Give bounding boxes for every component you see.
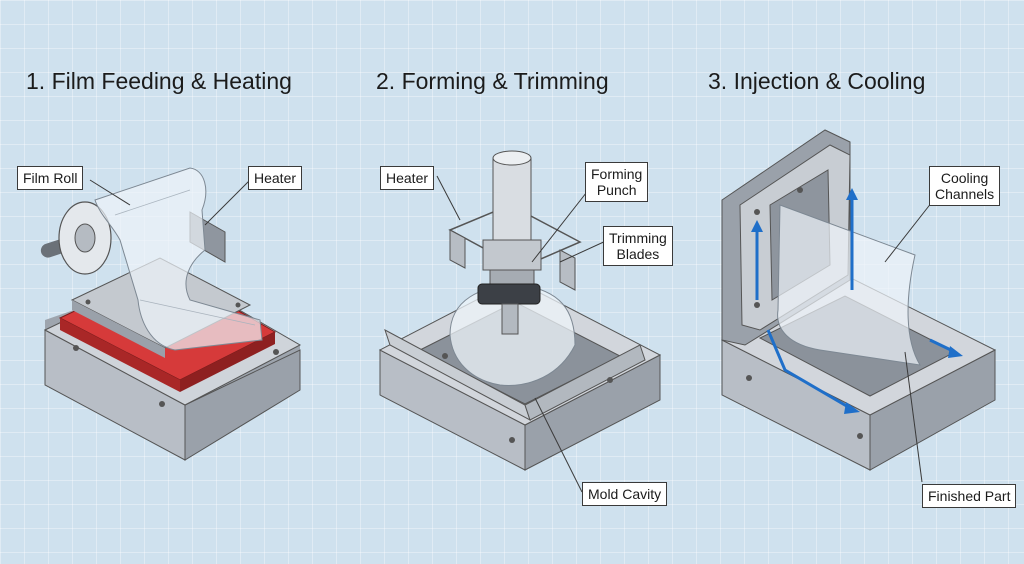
callout-heater-2: Heater xyxy=(380,166,435,190)
callout-mold-cavity: Mold Cavity xyxy=(582,482,668,506)
callout-trimming-blades-line-2: Blades xyxy=(616,246,660,262)
callout-forming-punch: Forming Punch xyxy=(585,162,649,202)
callout-forming-punch-line-1: Forming xyxy=(591,166,643,182)
stage-1-film-feeding-illustration xyxy=(40,167,302,461)
callout-forming-punch-line-2: Punch xyxy=(596,182,637,198)
callout-cooling-channels-line-2: Channels xyxy=(935,186,995,202)
step-3-title: 3. Injection & Cooling xyxy=(708,68,926,94)
step-1-title: 1. Film Feeding & Heating xyxy=(26,68,292,94)
stage-3-injection-illustration xyxy=(720,129,997,483)
callout-cooling-channels: Cooling Channels xyxy=(929,166,1001,206)
callout-heater-1: Heater xyxy=(248,166,303,190)
callout-trimming-blades: Trimming Blades xyxy=(603,226,673,266)
stage-2-forming-illustration xyxy=(378,150,662,493)
callout-film-roll: Film Roll xyxy=(17,166,84,190)
callout-trimming-blades-line-1: Trimming xyxy=(609,230,667,246)
step-2-title: 2. Forming & Trimming xyxy=(376,68,609,94)
callout-finished-part: Finished Part xyxy=(922,484,1017,508)
callout-cooling-channels-line-1: Cooling xyxy=(940,170,989,186)
